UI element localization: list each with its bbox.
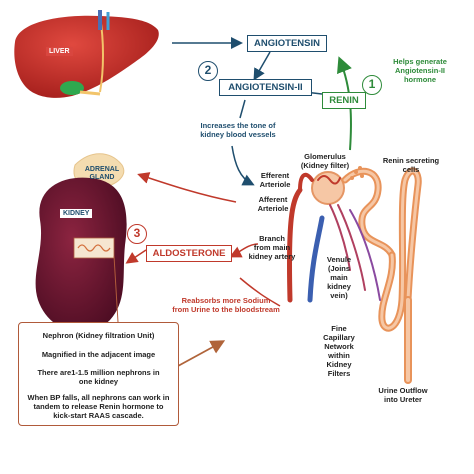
step-2-badge: 2 bbox=[198, 61, 218, 81]
helps-generate-note: Helps generate Angiotensin-II hormone bbox=[393, 57, 447, 84]
step-1-badge: 1 bbox=[362, 75, 382, 95]
step-3-badge: 3 bbox=[127, 224, 147, 244]
glomerulus-label: Glomerulus (Kidney filter) bbox=[300, 152, 350, 170]
kidney-illustration bbox=[35, 153, 127, 332]
angiotensin-box: ANGIOTENSIN bbox=[247, 35, 327, 52]
venule-label: Venule (Joins main kidney vein) bbox=[326, 255, 352, 300]
nephron-illustration bbox=[286, 166, 422, 384]
arrow-to-adrenal bbox=[137, 172, 237, 203]
line-ii-to-tone bbox=[239, 99, 246, 119]
liver-label: LIVER bbox=[46, 47, 73, 56]
line-reabsorb bbox=[239, 277, 281, 307]
pointer-nephron-to-box bbox=[113, 255, 119, 323]
arrow-info-to-nephron bbox=[177, 340, 226, 367]
afferent-arteriole-label: Afferent Arteriole bbox=[257, 195, 289, 213]
info-line-4: When BP falls, all nephrons can work in … bbox=[27, 393, 170, 420]
efferent-arteriole-label: Efferent Arteriole bbox=[259, 171, 291, 189]
angiotensin-ii-box: ANGIOTENSIN-II bbox=[219, 79, 312, 96]
arrow-aldosterone-to-kidney bbox=[125, 249, 147, 264]
nephron-info-box: Nephron (Kidney filtration Unit) Magnifi… bbox=[18, 322, 179, 426]
reabsorbs-note: Reabsorbs more Sodium from Urine to the … bbox=[172, 296, 280, 314]
capillary-network-label: Fine Capillary Network within Kidney Fil… bbox=[323, 324, 355, 378]
arrow-to-aldosterone bbox=[229, 243, 259, 258]
info-line-1: Nephron (Kidney filtration Unit) bbox=[42, 331, 155, 340]
renin-cells-label: Renin secreting cells bbox=[382, 156, 440, 174]
aldosterone-box: ALDOSTERONE bbox=[146, 245, 232, 262]
adrenal-gland-label: ADRENAL GLAND bbox=[84, 166, 120, 181]
renin-box: RENIN bbox=[322, 92, 366, 109]
kidney-label: KIDNEY bbox=[60, 209, 93, 218]
branch-artery-label: Branch from main kidney artery bbox=[248, 234, 296, 261]
increases-tone-note: Increases the tone of kidney blood vesse… bbox=[200, 121, 276, 139]
liver-illustration bbox=[14, 10, 159, 98]
info-line-3: There are1-1.5 million nephrons in one k… bbox=[37, 368, 160, 386]
urine-outflow-label: Urine Outflow into Ureter bbox=[378, 386, 428, 404]
arrow-angiotensin-to-ii bbox=[253, 51, 271, 81]
arrow-tone-to-arteriole bbox=[231, 145, 255, 186]
info-line-2: Magnified in the adjacent image bbox=[41, 350, 156, 359]
